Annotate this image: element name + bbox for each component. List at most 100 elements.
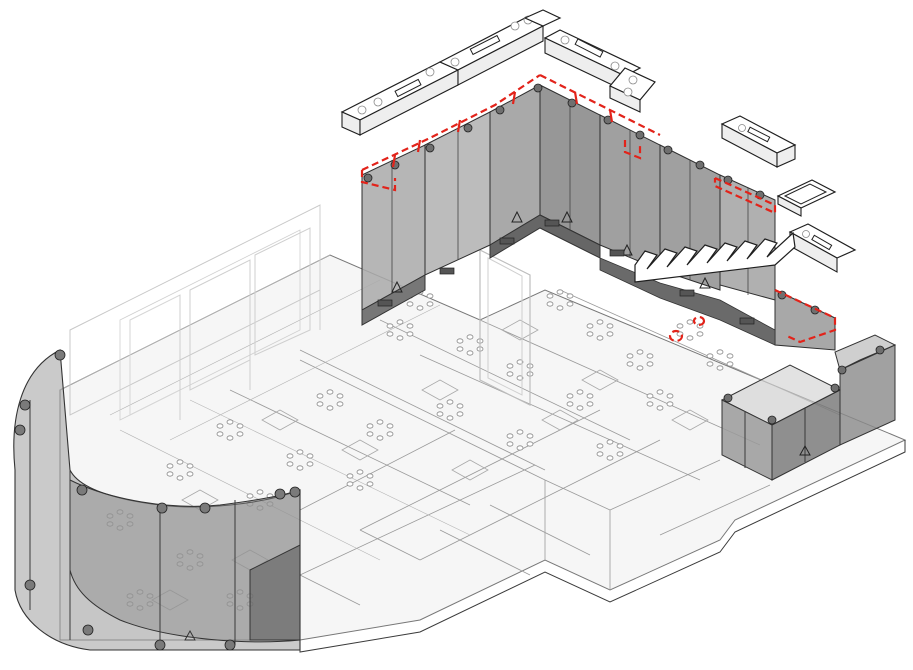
bolt-hole	[366, 481, 374, 487]
bolt-hole	[456, 338, 464, 344]
bolt-hole	[556, 305, 564, 311]
bolt-hole	[576, 389, 584, 395]
bolt-hole	[636, 365, 644, 371]
bolt-hole	[356, 485, 364, 491]
bolt-hole	[166, 471, 174, 477]
bolt-hole	[386, 323, 394, 329]
bolt-hole	[546, 293, 554, 299]
bolt-hole	[416, 305, 424, 311]
bolt-hole	[366, 423, 374, 429]
bolt-hole	[666, 393, 674, 399]
bolt-hole	[676, 331, 684, 337]
bolt-hole	[616, 443, 624, 449]
bolt-hole	[236, 423, 244, 429]
bolt-hole	[346, 473, 354, 479]
bolt-hole	[336, 393, 344, 399]
tile-pad	[341, 439, 379, 461]
bolt-hole	[706, 361, 714, 367]
bolt-hole	[566, 401, 574, 407]
bolt-hole	[636, 349, 644, 355]
bolt-hole	[676, 323, 684, 329]
brick-floating-right	[720, 115, 797, 168]
bolt-hole	[426, 301, 434, 307]
warning-triangle-icon	[699, 276, 711, 289]
tile-pad	[541, 409, 579, 431]
bolt-hole	[596, 319, 604, 325]
bolt-hole	[526, 441, 534, 447]
brick-top-corner	[523, 9, 562, 27]
bolt-hole	[586, 323, 594, 329]
bolt-hole	[176, 459, 184, 465]
bolt-hole	[326, 405, 334, 411]
bolt-hole	[286, 461, 294, 467]
bolt-hole	[716, 349, 724, 355]
bolt-hole	[316, 401, 324, 407]
tile-pad	[581, 369, 619, 391]
connector-icon	[776, 179, 837, 217]
bolt-hole	[526, 433, 534, 439]
bolt-hole	[606, 323, 614, 329]
brick-top-right-corner	[609, 67, 656, 113]
highlight-corner-right	[623, 140, 642, 160]
bolt-hole	[716, 365, 724, 371]
warning-triangle-icon	[621, 243, 633, 256]
highlight-top-edge-right	[539, 74, 661, 136]
bolt-hole	[376, 435, 384, 441]
wall-warning-icons	[391, 210, 711, 293]
bolt-hole	[376, 419, 384, 425]
warning-triangle-icon	[561, 210, 573, 223]
bolt-hole	[516, 429, 524, 435]
bolt-hole	[566, 393, 574, 399]
bolt-hole	[426, 293, 434, 299]
wall-feet	[377, 219, 755, 325]
bolt-hole	[296, 449, 304, 455]
bolt-hole	[216, 431, 224, 437]
bolt-hole	[336, 401, 344, 407]
bolt-hole	[546, 301, 554, 307]
bolt-hole	[386, 331, 394, 337]
tile-pad	[421, 379, 459, 401]
bolt-hole	[596, 451, 604, 457]
bolt-hole	[446, 399, 454, 405]
bolt-hole	[466, 334, 474, 340]
bolt-hole	[436, 411, 444, 417]
bolt-hole	[506, 433, 514, 439]
bolt-hole	[686, 319, 694, 325]
bolt-hole	[356, 469, 364, 475]
brick-floating-lower	[788, 223, 857, 273]
bolt-hole	[626, 361, 634, 367]
bolt-hole	[456, 403, 464, 409]
tile-pad	[501, 319, 539, 341]
bolt-hole	[286, 453, 294, 459]
bolt-hole	[246, 493, 254, 499]
bolt-hole	[646, 353, 654, 359]
bolt-hole	[696, 331, 704, 337]
warning-triangle-icon	[799, 444, 811, 456]
bolt-hole	[586, 401, 594, 407]
bolt-hole	[626, 353, 634, 359]
bolt-hole	[226, 419, 234, 425]
bolt-hole	[596, 443, 604, 449]
bolt-hole	[406, 301, 414, 307]
transparent-wall-left	[69, 204, 531, 421]
bolt-hole	[686, 335, 694, 341]
bolt-hole	[406, 323, 414, 329]
bolt-hole	[616, 451, 624, 457]
bolt-hole	[646, 393, 654, 399]
warning-triangle-icon	[184, 629, 196, 641]
bolt-hole	[506, 371, 514, 377]
bolt-hole	[456, 346, 464, 352]
brick-top-mid	[438, 15, 545, 86]
bolt-hole	[406, 331, 414, 337]
warning-triangle-icon	[391, 280, 403, 293]
bolt-hole	[586, 393, 594, 399]
bracket-icon	[634, 231, 796, 283]
stair-bracket	[634, 231, 796, 283]
highlight-corner-left	[360, 170, 397, 192]
bolt-hole	[316, 393, 324, 399]
bolt-hole	[346, 481, 354, 487]
warning-triangle-icon	[511, 210, 523, 223]
bolt-hole	[186, 463, 194, 469]
bolt-hole	[646, 361, 654, 367]
